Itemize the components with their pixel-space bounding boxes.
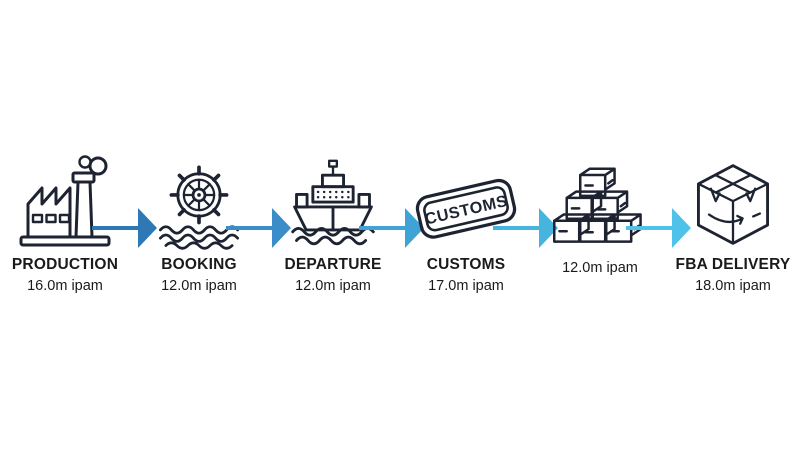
ship-helm-icon bbox=[135, 148, 263, 252]
flow-arrow-3 bbox=[359, 208, 424, 248]
stage-packages: 12.0m ipam bbox=[536, 148, 664, 308]
stage-title: CUSTOMS bbox=[426, 256, 506, 273]
delivery-box-icon bbox=[669, 148, 797, 252]
package-stack-icon bbox=[536, 148, 664, 252]
stage-title: DEPARTURE bbox=[284, 256, 382, 273]
stage-title: BOOKING bbox=[161, 256, 237, 273]
flow-arrow-1 bbox=[92, 208, 157, 248]
flow-arrow-5 bbox=[626, 208, 691, 248]
stage-customs: CUSTOMS CUSTOMS 17.0m ipam bbox=[402, 148, 530, 308]
factory-icon bbox=[1, 148, 129, 252]
stage-departure: DEPARTURE 12.0m ipam bbox=[269, 148, 397, 308]
stage-value: 16.0m ipam bbox=[27, 278, 103, 294]
flow-arrow-4 bbox=[493, 208, 558, 248]
stage-title: PRODUCTION bbox=[11, 256, 119, 273]
stage-production: PRODUCTION 16.0m ipam bbox=[1, 148, 129, 308]
stage-fba-delivery: FBA DELIVERY 18.0m ipam bbox=[669, 148, 797, 308]
stage-value: 17.0m ipam bbox=[428, 278, 504, 294]
stage-value: 12.0m ipam bbox=[562, 260, 638, 276]
stage-value: 12.0m ipam bbox=[161, 278, 237, 294]
customs-stamp-icon: CUSTOMS bbox=[402, 148, 530, 252]
flow-arrow-2 bbox=[226, 208, 291, 248]
stage-value: 18.0m ipam bbox=[695, 278, 771, 294]
stage-title: FBA DELIVERY bbox=[675, 256, 791, 273]
stage-booking: BOOKING 12.0m ipam bbox=[135, 148, 263, 308]
stage-value: 12.0m ipam bbox=[295, 278, 371, 294]
